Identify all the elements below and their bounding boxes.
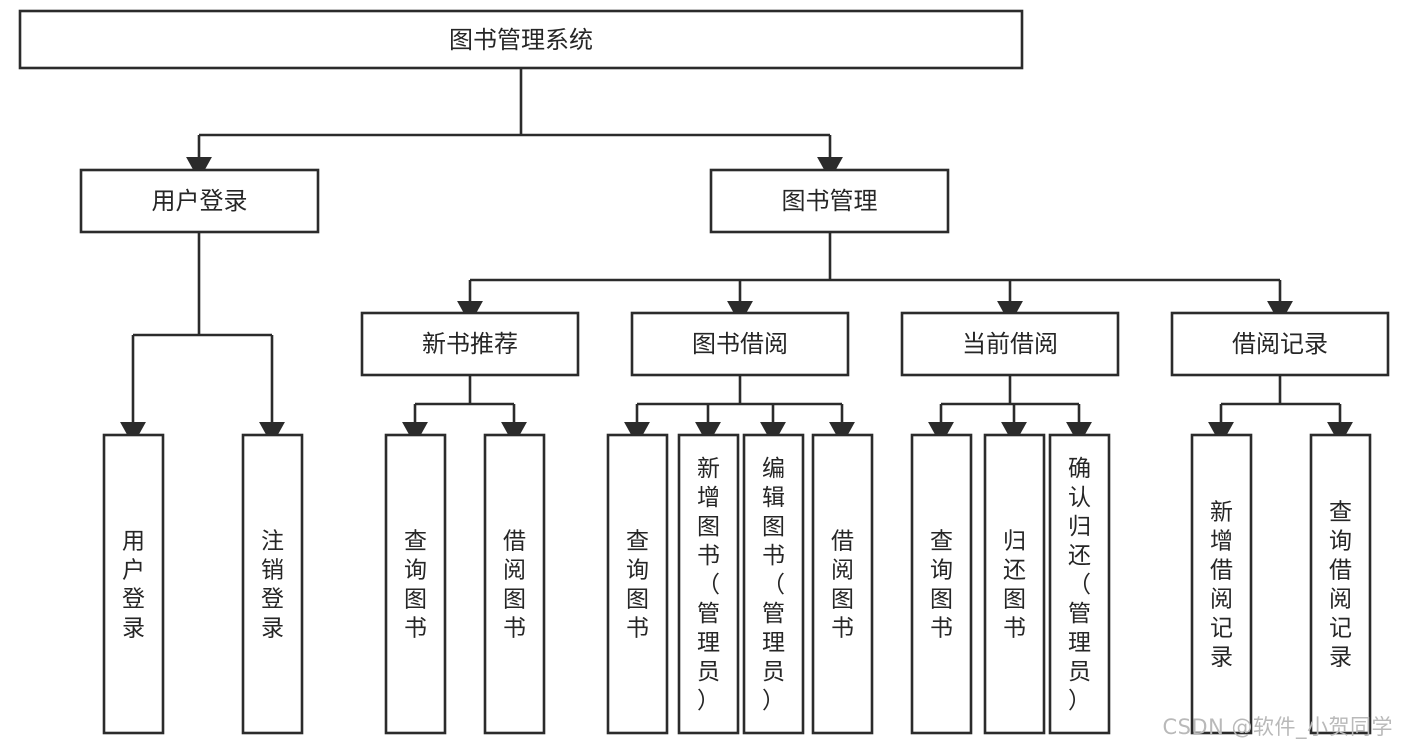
leaf-node[interactable]: 查询图书 bbox=[910, 433, 973, 735]
leaf-box[interactable] bbox=[606, 433, 669, 735]
leaf-label: 查询图书 bbox=[930, 529, 953, 642]
node-book-manage-label: 图书管理 bbox=[782, 187, 878, 215]
node-book-borrow-box[interactable] bbox=[630, 311, 850, 377]
leaf-label: 编辑图书（管理员） bbox=[762, 456, 785, 714]
leaf-label: 查询图书 bbox=[404, 529, 427, 642]
leaf-label: 借阅图书 bbox=[503, 529, 526, 642]
leaf-box[interactable] bbox=[910, 433, 973, 735]
node-book-borrow-label: 图书借阅 bbox=[692, 330, 788, 358]
node-borrow-record-label: 借阅记录 bbox=[1232, 330, 1328, 358]
leaf-label: 查询图书 bbox=[626, 529, 649, 642]
node-current-borrow-label: 当前借阅 bbox=[962, 330, 1058, 358]
node-new-book-recommend-box[interactable] bbox=[360, 311, 580, 377]
csdn-watermark: CSDN @软件_小贺同学 bbox=[1162, 715, 1393, 739]
node-borrow-record-box[interactable] bbox=[1170, 311, 1390, 377]
leaf-box[interactable] bbox=[241, 433, 304, 735]
edge-layer bbox=[120, 68, 1353, 446]
leaf-node[interactable]: 用户登录 bbox=[102, 433, 165, 735]
leaf-node[interactable]: 新增图书（管理员） bbox=[677, 433, 740, 735]
node-book-manage-box[interactable] bbox=[709, 168, 950, 234]
leaf-node[interactable]: 归还图书 bbox=[983, 433, 1046, 735]
node-root[interactable]: 图书管理系统 bbox=[18, 9, 1024, 70]
leaf-box[interactable] bbox=[742, 433, 805, 735]
leaf-box[interactable] bbox=[1309, 433, 1372, 735]
leaf-node[interactable]: 编辑图书（管理员） bbox=[742, 433, 805, 735]
node-root-box[interactable] bbox=[18, 9, 1024, 70]
leaf-box[interactable] bbox=[102, 433, 165, 735]
leaf-node[interactable]: 查询图书 bbox=[384, 433, 447, 735]
leaf-node[interactable]: 借阅图书 bbox=[483, 433, 546, 735]
leaf-box[interactable] bbox=[483, 433, 546, 735]
leaf-node[interactable]: 新增借阅记录 bbox=[1190, 433, 1253, 735]
leaf-node[interactable]: 查询借阅记录 bbox=[1309, 433, 1372, 735]
leaf-node[interactable]: 确认归还（管理员） bbox=[1048, 433, 1111, 735]
leaf-node[interactable]: 借阅图书 bbox=[811, 433, 874, 735]
leaf-label: 新增图书（管理员） bbox=[697, 456, 720, 714]
leaf-label: 归还图书 bbox=[1003, 529, 1026, 642]
node-current-borrow-box[interactable] bbox=[900, 311, 1120, 377]
leaf-label: 新增借阅记录 bbox=[1210, 500, 1233, 671]
leaf-box[interactable] bbox=[983, 433, 1046, 735]
leaf-label: 查询借阅记录 bbox=[1329, 500, 1352, 671]
leaf-box[interactable] bbox=[384, 433, 447, 735]
node-new-book-recommend-label: 新书推荐 bbox=[422, 330, 518, 358]
node-new-book-recommend[interactable]: 新书推荐 bbox=[360, 311, 580, 377]
node-current-borrow[interactable]: 当前借阅 bbox=[900, 311, 1120, 377]
leaf-box[interactable] bbox=[677, 433, 740, 735]
node-book-manage[interactable]: 图书管理 bbox=[709, 168, 950, 234]
node-user-login[interactable]: 用户登录 bbox=[79, 168, 320, 234]
leaf-box[interactable] bbox=[1190, 433, 1253, 735]
leaf-node[interactable]: 注销登录 bbox=[241, 433, 304, 735]
leaf-label: 用户登录 bbox=[122, 529, 145, 642]
leaf-layer: 用户登录 注销登录 查询图书 借阅图书 查询图书 新增图书（管理员） 编辑图书（… bbox=[102, 433, 1372, 735]
node-user-login-label: 用户登录 bbox=[152, 187, 248, 215]
leaf-box[interactable] bbox=[811, 433, 874, 735]
leaf-label: 注销登录 bbox=[261, 529, 284, 642]
node-book-borrow[interactable]: 图书借阅 bbox=[630, 311, 850, 377]
node-root-label: 图书管理系统 bbox=[449, 26, 593, 54]
node-borrow-record[interactable]: 借阅记录 bbox=[1170, 311, 1390, 377]
leaf-node[interactable]: 查询图书 bbox=[606, 433, 669, 735]
leaf-box[interactable] bbox=[1048, 433, 1111, 735]
node-user-login-box[interactable] bbox=[79, 168, 320, 234]
leaf-label: 确认归还（管理员） bbox=[1068, 456, 1091, 714]
leaf-label: 借阅图书 bbox=[831, 529, 854, 642]
